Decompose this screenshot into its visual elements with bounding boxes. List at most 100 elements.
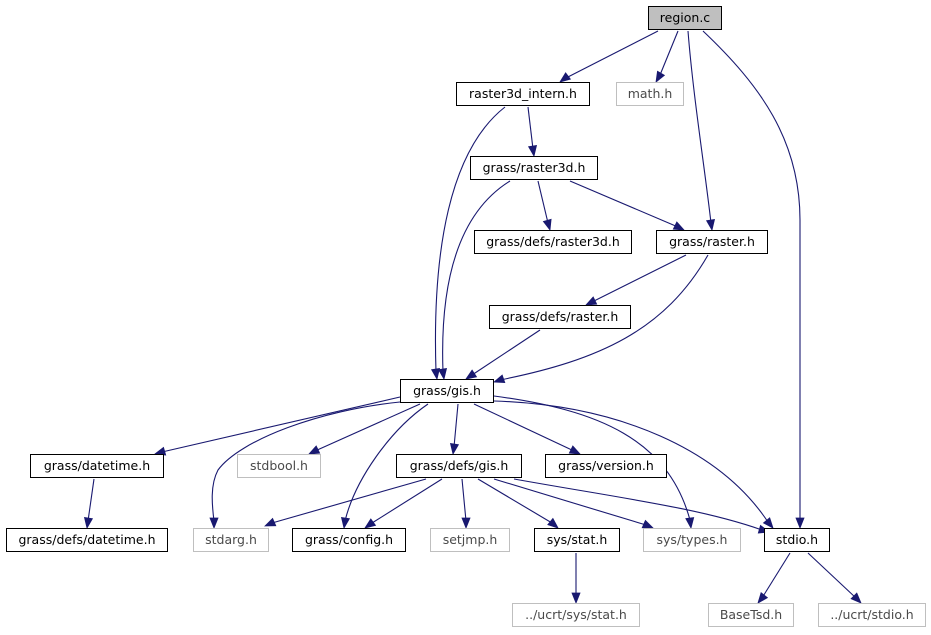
edge-arrowhead — [437, 368, 448, 381]
node-raster3d-intern-h[interactable]: raster3d_intern.h — [456, 82, 590, 106]
node-grass-defs-gis-h[interactable]: grass/defs/gis.h — [396, 454, 522, 478]
edge-line — [513, 478, 763, 531]
edge-grass-raster3d-h-to-grass-gis-h — [437, 180, 511, 381]
edge-line — [371, 478, 443, 524]
edge-region-c-to-math-h — [655, 30, 679, 83]
edge-line — [569, 180, 679, 228]
edge-arrowhead — [461, 517, 471, 530]
edge-line — [702, 30, 801, 521]
node-basetsd-h: BaseTsd.h — [708, 603, 794, 627]
edge-arrowhead — [641, 519, 654, 529]
edge-arrowhead — [571, 592, 581, 605]
edge-line — [434, 106, 506, 373]
edge-grass-raster-h-to-grass-defs-raster-h — [585, 254, 687, 306]
edge-arrowhead — [685, 517, 695, 530]
edge-arrowhead — [83, 517, 94, 530]
edge-raster3d-intern-h-to-grass-gis-h — [430, 106, 506, 381]
edge-arrowhead — [340, 517, 351, 530]
edge-arrowhead — [795, 517, 805, 530]
edge-grass-gis-h-to-grass-version-h — [473, 403, 581, 455]
edge-line — [161, 396, 401, 453]
edge-grass-defs-gis-h-to-sys-types-h — [493, 478, 654, 529]
edge-arrowhead — [449, 443, 460, 456]
edge-grass-raster-h-to-grass-gis-h — [492, 254, 709, 384]
edge-grass-defs-raster-h-to-grass-gis-h — [465, 329, 541, 380]
edge-grass-defs-gis-h-to-setjmp-h — [461, 478, 471, 530]
edge-line — [591, 254, 687, 303]
edge-raster3d-intern-h-to-grass-raster3d-h — [527, 106, 538, 158]
edge-grass-defs-gis-h-to-sys-stat-h — [477, 478, 559, 529]
node-setjmp-h: setjmp.h — [430, 528, 510, 552]
node-math-h: math.h — [616, 82, 684, 106]
node-ucrt-sys-stat-h: ../ucrt/sys/stat.h — [512, 603, 640, 627]
edge-arrowhead — [209, 517, 219, 530]
edge-line — [87, 478, 95, 522]
node-grass-defs-raster3d-h[interactable]: grass/defs/raster3d.h — [474, 230, 632, 254]
edge-arrowhead — [264, 517, 277, 527]
node-grass-version-h[interactable]: grass/version.h — [545, 454, 667, 478]
edge-grass-gis-h-to-grass-config-h — [340, 403, 429, 530]
node-sys-stat-h[interactable]: sys/stat.h — [534, 528, 620, 552]
node-grass-defs-datetime-h[interactable]: grass/defs/datetime.h — [6, 528, 168, 552]
edge-arrowhead — [430, 368, 441, 381]
edge-grass-defs-gis-h-to-grass-config-h — [364, 478, 443, 529]
node-grass-defs-raster-h[interactable]: grass/defs/raster.h — [489, 305, 631, 329]
edge-arrowhead — [585, 296, 598, 306]
node-grass-raster3d-h[interactable]: grass/raster3d.h — [470, 156, 598, 180]
edge-arrowhead — [364, 518, 377, 529]
edge-grass-gis-h-to-grass-defs-gis-h — [449, 403, 460, 456]
edge-line — [537, 180, 549, 224]
edge-line — [493, 400, 769, 523]
edge-line — [761, 552, 791, 599]
edge-line — [499, 254, 709, 381]
edge-grass-gis-h-to-stdarg-h — [209, 401, 401, 530]
edge-line — [271, 478, 427, 524]
edge-grass-gis-h-to-sys-types-h — [493, 395, 695, 530]
edge-line — [687, 30, 712, 224]
edge-line — [659, 30, 679, 76]
node-stdbool-h: stdbool.h — [237, 454, 321, 478]
edge-grass-datetime-h-to-grass-defs-datetime-h — [83, 478, 95, 530]
edge-line — [211, 401, 401, 522]
edge-arrowhead — [705, 219, 716, 232]
edge-line — [344, 403, 429, 522]
edge-grass-raster3d-h-to-grass-raster-h — [569, 180, 685, 231]
edge-line — [461, 478, 467, 522]
edge-arrowhead — [655, 70, 666, 83]
node-grass-raster-h[interactable]: grass/raster.h — [656, 230, 768, 254]
edge-line — [473, 403, 575, 452]
edge-line — [493, 395, 691, 521]
edge-arrowhead — [308, 445, 321, 455]
edge-sys-stat-h-to-ucrt-sys-stat-h — [571, 553, 581, 605]
edge-grass-defs-gis-h-to-stdarg-h — [264, 478, 427, 527]
node-grass-config-h[interactable]: grass/config.h — [292, 528, 406, 552]
edge-arrowhead — [542, 218, 552, 232]
edge-arrowhead — [672, 221, 685, 231]
edge-region-c-to-stdio-h — [702, 30, 805, 530]
edge-line — [563, 30, 659, 80]
edge-grass-gis-h-to-stdbool-h — [308, 403, 421, 455]
edge-arrowhead — [762, 517, 774, 529]
edge-grass-gis-h-to-grass-datetime-h — [153, 396, 401, 456]
edge-arrowhead — [850, 592, 862, 604]
edge-arrowhead — [559, 72, 572, 83]
edge-stdio-h-to-basetsd-h — [757, 552, 791, 604]
edge-arrowhead — [547, 517, 559, 529]
edge-region-c-to-raster3d-intern-h — [559, 30, 659, 83]
node-stdarg-h: stdarg.h — [193, 528, 269, 552]
edge-line — [527, 106, 534, 150]
node-ucrt-stdio-h: ../ucrt/stdio.h — [818, 603, 926, 627]
edge-line — [471, 329, 541, 376]
node-grass-datetime-h[interactable]: grass/datetime.h — [30, 454, 164, 478]
edge-arrowhead — [527, 145, 538, 158]
node-stdio-h[interactable]: stdio.h — [764, 528, 830, 552]
node-grass-gis-h[interactable]: grass/gis.h — [400, 379, 494, 403]
node-region-c: region.c — [648, 6, 722, 30]
edge-grass-raster3d-h-to-grass-defs-raster3d-h — [537, 180, 552, 232]
edge-line — [314, 403, 421, 452]
edge-line — [493, 478, 647, 526]
edge-arrowhead — [465, 369, 478, 380]
edge-region-c-to-grass-raster-h — [687, 30, 716, 232]
edge-line — [807, 552, 857, 599]
